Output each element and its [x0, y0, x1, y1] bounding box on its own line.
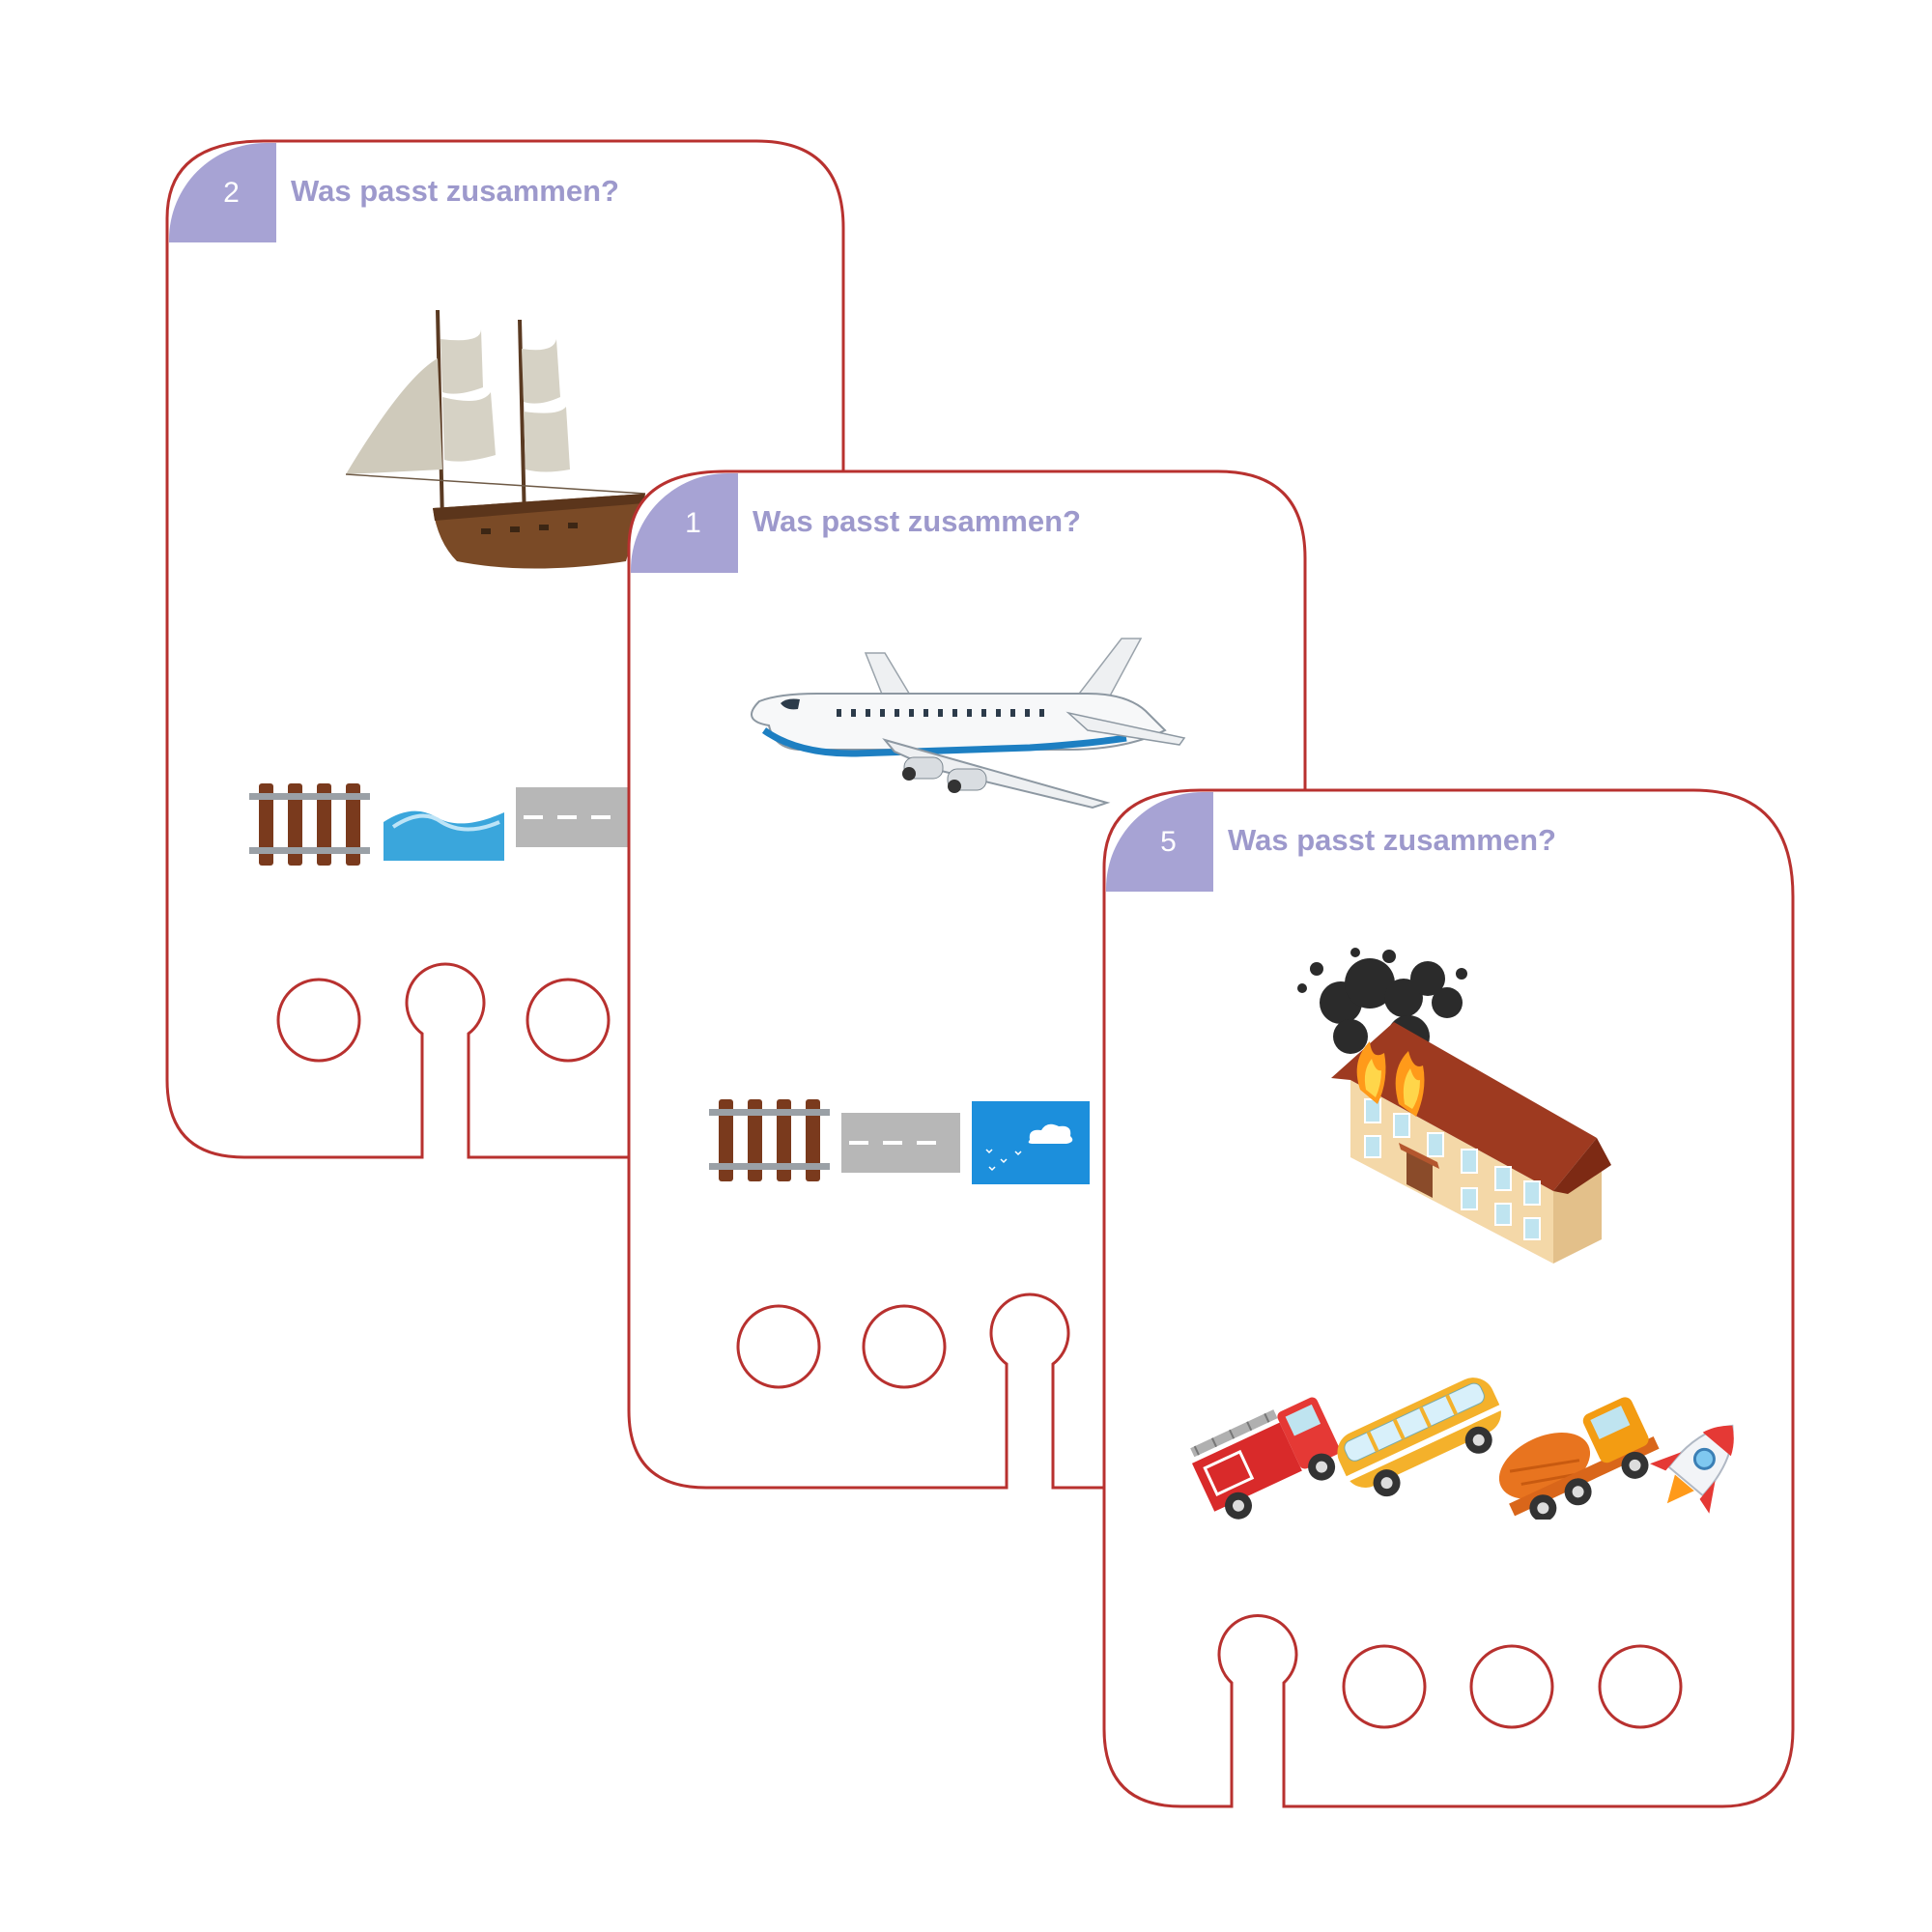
answer-hole[interactable]	[736, 1304, 821, 1389]
answer-hole[interactable]	[862, 1304, 947, 1389]
answer-holes	[276, 978, 611, 1063]
answer-holes	[1342, 1644, 1683, 1729]
rocket-icon	[1650, 1424, 1734, 1514]
answer-hole[interactable]	[1342, 1644, 1427, 1729]
road-icon	[516, 787, 632, 847]
answer-hole[interactable]	[1469, 1644, 1554, 1729]
activity-card-5: 5 Was passt zusammen?	[1102, 788, 1795, 1808]
sky-icon	[972, 1101, 1090, 1184]
card-title: Was passt zusammen?	[291, 174, 619, 208]
activity-card-2: 2 Was passt zusammen?	[165, 139, 853, 1159]
sailing-ship-icon	[345, 309, 646, 569]
water-wave-icon	[384, 810, 504, 861]
railway-track-icon	[709, 1099, 830, 1181]
airplane-icon	[751, 638, 1186, 810]
railway-track-icon	[249, 783, 370, 866]
card-title: Was passt zusammen?	[1228, 823, 1556, 857]
bus-icon	[1337, 1378, 1502, 1497]
cement-mixer-truck-icon	[1498, 1397, 1660, 1520]
answer-hole[interactable]	[526, 978, 611, 1063]
answer-holes	[736, 1304, 947, 1389]
card-frame	[1102, 788, 1795, 1808]
answer-hole[interactable]	[1598, 1644, 1683, 1729]
burning-house-icon	[1297, 948, 1611, 1264]
fire-truck-icon	[1190, 1397, 1340, 1520]
road-icon	[841, 1113, 960, 1173]
card-title: Was passt zusammen?	[753, 504, 1081, 538]
answer-hole[interactable]	[276, 978, 361, 1063]
